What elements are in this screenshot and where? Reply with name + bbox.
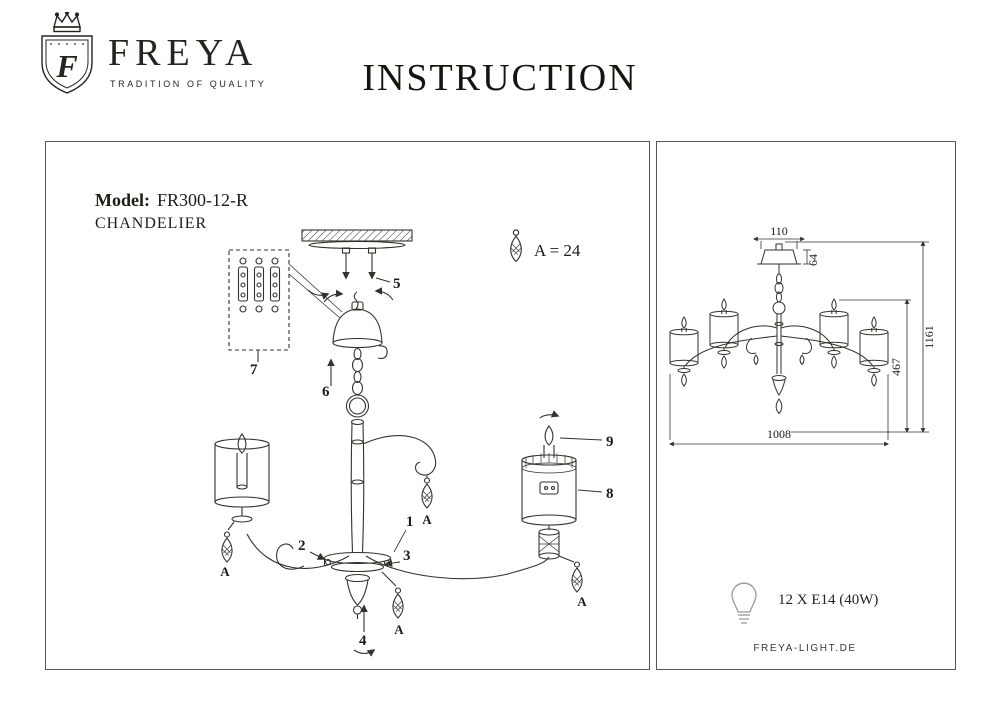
crystal-marker: A [394, 622, 404, 637]
dim-total-height: 1161 [922, 325, 936, 349]
wire-connector [253, 257, 265, 313]
part-label-6: 6 [322, 384, 330, 400]
crystal-drop-icon [571, 561, 583, 593]
chain [327, 347, 364, 396]
dimensions-panel: 110 64 1161 467 1008 [656, 141, 956, 670]
brand-text: FREYA TRADITION OF QUALITY [108, 12, 267, 108]
wire-connector [269, 257, 281, 313]
ceiling-plate [301, 229, 413, 250]
dimension-lines [669, 236, 929, 447]
website: FREYA-LIGHT.DE [753, 643, 857, 654]
bulb-spec: 12 X E14 (40W) [778, 592, 879, 608]
arm-hub [309, 529, 407, 657]
candle-bulb-icon [237, 433, 247, 454]
brand-name: FREYA [108, 32, 259, 74]
product-type: CHANDELIER [95, 215, 208, 232]
part-label-1: 1 [406, 514, 414, 530]
dim-span: 1008 [767, 427, 791, 441]
center-column [350, 418, 365, 554]
shade-icon [669, 316, 699, 387]
part-label-9: 9 [606, 434, 614, 450]
crown-shield-icon: F [41, 12, 93, 94]
crystal-count-note: A = 24 [534, 241, 581, 260]
upper-right-arm [362, 435, 437, 509]
crystal-marker: A [577, 594, 587, 609]
shade-icon [709, 298, 739, 369]
dim-canopy-height: 64 [806, 254, 820, 266]
model-label: Model: [95, 190, 150, 210]
crystal-marker: A [422, 512, 432, 527]
shade-icon [819, 298, 849, 369]
part-label-3: 3 [403, 548, 411, 564]
right-lamp [521, 410, 603, 593]
left-arm [246, 533, 350, 570]
wire-connector [237, 257, 249, 313]
dim-body-height: 467 [889, 358, 903, 376]
bottom-finial [344, 573, 371, 619]
part-label-2: 2 [298, 538, 306, 554]
canopy [323, 287, 394, 359]
candle-bulb-icon [544, 425, 554, 446]
part-label-5: 5 [393, 276, 401, 292]
page-title: INSTRUCTION [362, 57, 638, 99]
dimension-drawing: 110 64 1161 467 1008 [669, 224, 936, 624]
bulb-icon [731, 582, 757, 624]
left-lamp [214, 433, 270, 563]
dim-canopy-width: 110 [770, 224, 788, 238]
mounting-screws [307, 247, 391, 300]
terminal-block [228, 249, 343, 362]
crystal-marker: A [220, 564, 230, 579]
assembly-diagram: 5 7 6 9 8 1 2 3 4 A A A A A = 24 [214, 229, 614, 657]
shade-icon [859, 316, 889, 387]
brand-monogram: F [55, 48, 77, 84]
crystal-drop-icon [392, 587, 404, 619]
part-label-8: 8 [606, 486, 614, 502]
model-value: FR300-12-R [156, 190, 248, 210]
brand-logo: F FREYA TRADITION OF QUALITY [36, 12, 267, 108]
crystal-drop-icon [221, 531, 233, 563]
chandelier-outline [669, 243, 889, 415]
hanger-ring [345, 394, 370, 418]
part-label-7: 7 [250, 362, 258, 378]
brand-tagline: TRADITION OF QUALITY [110, 79, 267, 89]
crystal-drop-icon [421, 477, 433, 509]
crystal-note-icon [510, 229, 522, 263]
right-arm [365, 555, 550, 580]
part-label-4: 4 [359, 633, 367, 649]
model-line: Model: FR300-12-R [95, 190, 248, 211]
assembly-panel: 5 7 6 9 8 1 2 3 4 A A A A A = 24 [45, 141, 650, 670]
